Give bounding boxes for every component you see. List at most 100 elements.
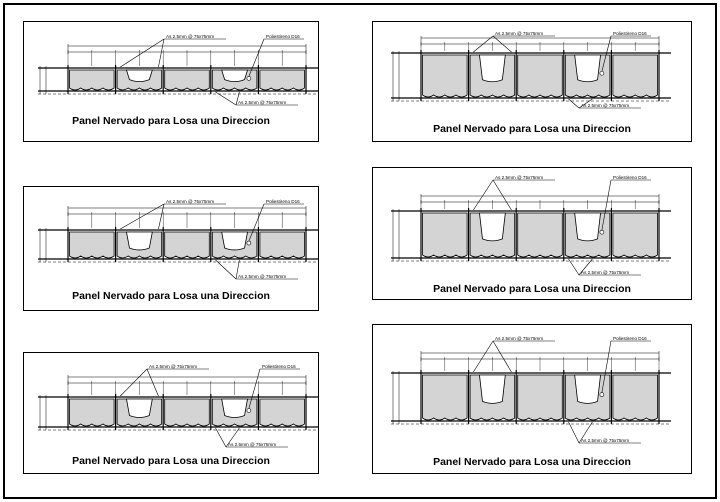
leader-target bbox=[599, 229, 605, 235]
polystyrene-block bbox=[259, 398, 305, 427]
label-bottom-reinforcement: As 2.5mm @ 75x75mm bbox=[581, 270, 629, 275]
panel-detail-1: As 2.5mm @ 75x75mm Poliestireno D16 As 2.5… bbox=[23, 21, 319, 142]
rib-void bbox=[125, 398, 153, 418]
polystyrene-block bbox=[422, 212, 468, 258]
rib-void bbox=[574, 374, 601, 404]
label-bottom-reinforcement: As 2.5mm @ 75x75mm bbox=[581, 103, 629, 108]
rib-void bbox=[221, 69, 249, 83]
leader-line bbox=[601, 179, 612, 231]
leader-line bbox=[492, 179, 512, 211]
panel-detail-4: As 2.5mm @ 75x75mm Poliestireno D16 As 2.5… bbox=[372, 21, 692, 142]
leader-line bbox=[158, 203, 165, 230]
label-polystyrene: Poliestireno D16 bbox=[266, 199, 300, 204]
leader-line bbox=[568, 98, 580, 109]
polystyrene-block bbox=[69, 69, 115, 91]
polystyrene-block bbox=[259, 231, 305, 259]
rib-void bbox=[479, 212, 506, 242]
panel-title-5: Panel Nervado para Losa una Direccion bbox=[433, 283, 631, 295]
rib-void bbox=[479, 54, 506, 83]
panel-title-4: Panel Nervado para Losa una Direccion bbox=[433, 123, 631, 135]
leader-target bbox=[246, 408, 252, 413]
leader-line bbox=[146, 368, 159, 397]
panel-title-6: Panel Nervado para Losa una Direccion bbox=[433, 456, 631, 468]
leader-line bbox=[120, 203, 165, 230]
panel-detail-2: As 2.5mm @ 75x75mm Poliestireno D16 As 2.5… bbox=[23, 186, 319, 311]
section-drawing-4: As 2.5mm @ 75x75mm Poliestireno D16 As 2.5… bbox=[391, 31, 671, 109]
label-polystyrene: Poliestireno D16 bbox=[266, 34, 300, 39]
rib-void bbox=[221, 231, 249, 251]
leader-line bbox=[235, 259, 240, 280]
leader-line bbox=[601, 35, 612, 72]
leader-line bbox=[158, 38, 165, 68]
section-drawing-6: As 2.5mm @ 75x75mm Poliestireno D16 As 2.5… bbox=[391, 336, 671, 444]
polystyrene-block bbox=[69, 231, 115, 259]
polystyrene-block bbox=[164, 231, 210, 259]
label-bottom-reinforcement: As 2.5mm @ 75x75mm bbox=[238, 274, 286, 279]
label-bottom-reinforcement: As 2.5mm @ 75x75mm bbox=[228, 442, 276, 447]
leader-target bbox=[599, 70, 605, 76]
leader-line bbox=[225, 427, 240, 448]
label-top-reinforcement: As 2.5mm @ 75x75mm bbox=[166, 34, 214, 39]
polystyrene-block bbox=[164, 398, 210, 427]
leader-line bbox=[235, 91, 240, 106]
polystyrene-block bbox=[517, 212, 563, 258]
label-top-reinforcement: As 2.5mm @ 75x75mm bbox=[495, 31, 543, 36]
polystyrene-block bbox=[422, 374, 468, 421]
label-top-reinforcement: As 2.5mm @ 75x75mm bbox=[495, 336, 543, 341]
label-bottom-reinforcement: As 2.5mm @ 75x75mm bbox=[581, 438, 629, 443]
leader-line bbox=[601, 340, 612, 393]
polystyrene-block bbox=[612, 374, 658, 421]
label-bottom-reinforcement: As 2.5mm @ 75x75mm bbox=[238, 100, 286, 105]
leader-line bbox=[578, 98, 593, 109]
label-polystyrene: Poliestireno D16 bbox=[262, 364, 296, 369]
leader-line bbox=[568, 421, 580, 444]
leader-line bbox=[215, 259, 237, 280]
leader-target bbox=[246, 76, 252, 81]
rib-void bbox=[479, 374, 506, 404]
label-top-reinforcement: As 2.5mm @ 75x75mm bbox=[495, 175, 543, 180]
leader-line bbox=[473, 179, 494, 211]
panel-title-3: Panel Nervado para Losa una Direccion bbox=[72, 455, 270, 467]
leader-line bbox=[578, 258, 593, 276]
rib-void bbox=[125, 69, 153, 83]
polystyrene-block bbox=[69, 398, 115, 427]
section-drawing-2: As 2.5mm @ 75x75mm Poliestireno D16 As 2.5… bbox=[38, 199, 318, 280]
leader-line bbox=[568, 258, 580, 276]
section-drawing-5: As 2.5mm @ 75x75mm Poliestireno D16 As 2.5… bbox=[391, 175, 671, 276]
leader-line bbox=[248, 368, 261, 409]
leader-line bbox=[473, 340, 494, 373]
label-polystyrene: Poliestireno D16 bbox=[613, 31, 647, 36]
leader-line bbox=[492, 35, 512, 53]
polystyrene-block bbox=[422, 54, 468, 98]
leader-line bbox=[120, 368, 148, 397]
polystyrene-block bbox=[164, 69, 210, 91]
panel-detail-3: As 2.5mm @ 75x75mm Poliestireno D16 As 2.5… bbox=[23, 352, 319, 474]
leader-line bbox=[215, 427, 227, 448]
label-top-reinforcement: As 2.5mm @ 75x75mm bbox=[149, 364, 197, 369]
leader-line bbox=[492, 340, 512, 373]
panel-title-1: Panel Nervado para Losa una Direccion bbox=[72, 115, 270, 127]
label-top-reinforcement: As 2.5mm @ 75x75mm bbox=[166, 199, 214, 204]
rib-void bbox=[574, 212, 601, 242]
leader-line bbox=[473, 35, 494, 53]
polystyrene-block bbox=[517, 54, 563, 98]
leader-line bbox=[120, 38, 165, 68]
polystyrene-block bbox=[517, 374, 563, 421]
rib-void bbox=[221, 398, 249, 418]
leader-line bbox=[215, 91, 237, 106]
leader-line bbox=[578, 421, 593, 444]
panel-detail-5: As 2.5mm @ 75x75mm Poliestireno D16 As 2.5… bbox=[372, 167, 692, 300]
leader-target bbox=[599, 392, 605, 397]
section-drawing-1: As 2.5mm @ 75x75mm Poliestireno D16 As 2.5… bbox=[38, 34, 318, 106]
polystyrene-block bbox=[259, 69, 305, 91]
rib-void bbox=[125, 231, 153, 251]
leader-line bbox=[248, 38, 265, 77]
panel-title-2: Panel Nervado para Losa una Direccion bbox=[72, 290, 270, 302]
section-drawing-3: As 2.5mm @ 75x75mm Poliestireno D16 As 2.5… bbox=[38, 364, 318, 448]
polystyrene-block bbox=[612, 54, 658, 98]
leader-line bbox=[248, 203, 265, 242]
label-polystyrene: Poliestireno D16 bbox=[613, 336, 647, 341]
panel-detail-6: As 2.5mm @ 75x75mm Poliestireno D16 As 2.5… bbox=[372, 324, 692, 474]
polystyrene-block bbox=[612, 212, 658, 258]
label-polystyrene: Poliestireno D16 bbox=[613, 175, 647, 180]
